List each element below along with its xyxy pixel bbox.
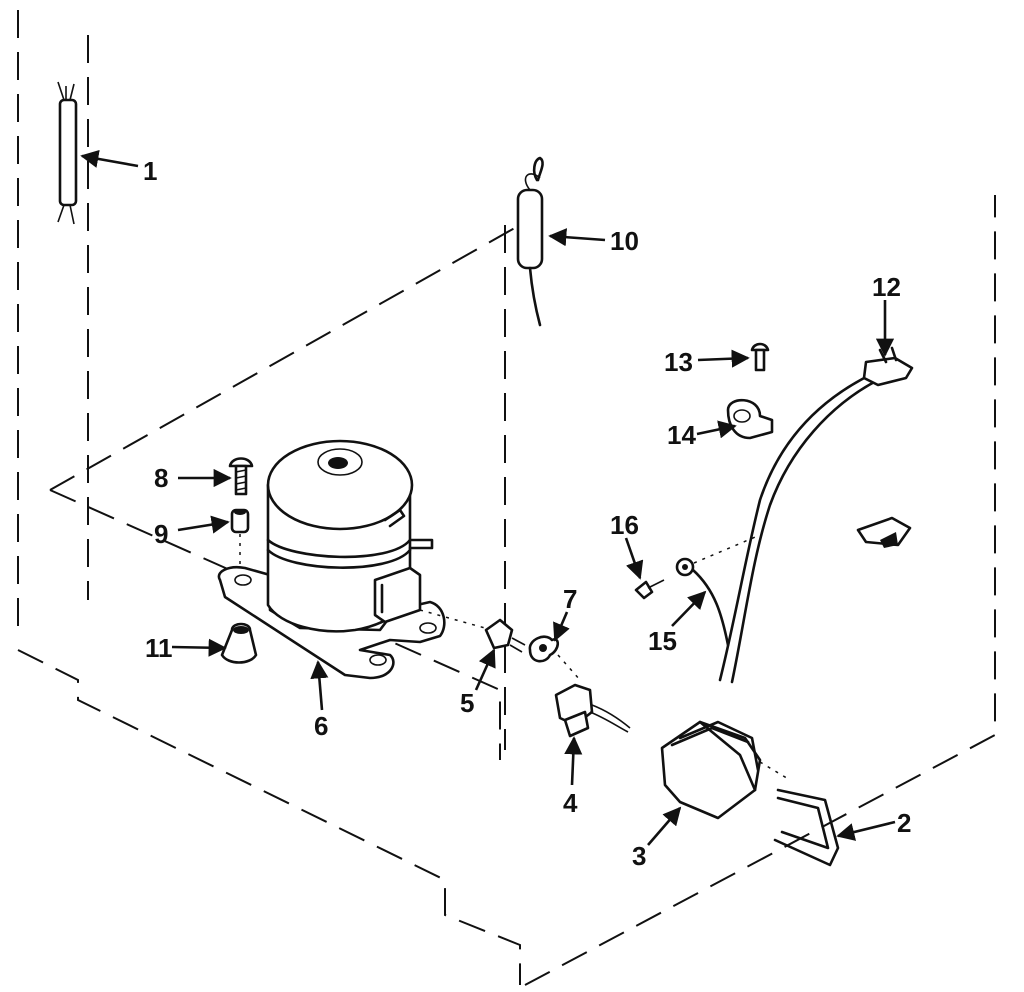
callout-13: 13 bbox=[664, 347, 693, 377]
compressor-assembly bbox=[217, 439, 446, 680]
part-2-bracket bbox=[773, 788, 840, 867]
callout-5: 5 bbox=[460, 688, 474, 718]
callout-16: 16 bbox=[610, 510, 639, 540]
callout-labels: 1 2 3 4 5 6 7 8 9 10 11 12 13 14 15 16 bbox=[143, 156, 911, 871]
callout-8: 8 bbox=[154, 463, 168, 493]
part-5-fitting bbox=[419, 609, 526, 653]
leader-arrows bbox=[80, 149, 896, 846]
small-plug-part bbox=[856, 516, 912, 548]
part-4-relay bbox=[554, 683, 631, 738]
callout-10: 10 bbox=[610, 226, 639, 256]
cabinet-outline bbox=[17, 10, 996, 986]
part-13-screw bbox=[750, 342, 770, 372]
part-16-ground-screw bbox=[634, 534, 761, 647]
callout-2: 2 bbox=[897, 808, 911, 838]
part-8-screw bbox=[228, 457, 254, 496]
part-11-foot bbox=[220, 622, 258, 664]
part-14-clamp bbox=[726, 398, 774, 440]
part-10-sensor bbox=[516, 156, 544, 327]
callout-6: 6 bbox=[314, 711, 328, 741]
callout-7: 7 bbox=[563, 584, 577, 614]
callout-4: 4 bbox=[563, 788, 578, 818]
callout-12: 12 bbox=[872, 272, 901, 302]
part-7-clip bbox=[528, 635, 581, 681]
part-9-grommet bbox=[230, 508, 250, 570]
callout-3: 3 bbox=[632, 841, 646, 871]
part-12-power-cord bbox=[718, 346, 914, 684]
callout-9: 9 bbox=[154, 519, 168, 549]
callout-11: 11 bbox=[145, 633, 173, 663]
part-1-heater bbox=[57, 81, 78, 225]
callout-15: 15 bbox=[648, 626, 677, 656]
callout-1: 1 bbox=[143, 156, 157, 186]
callout-14: 14 bbox=[667, 420, 696, 450]
part-3-cover bbox=[660, 720, 791, 820]
